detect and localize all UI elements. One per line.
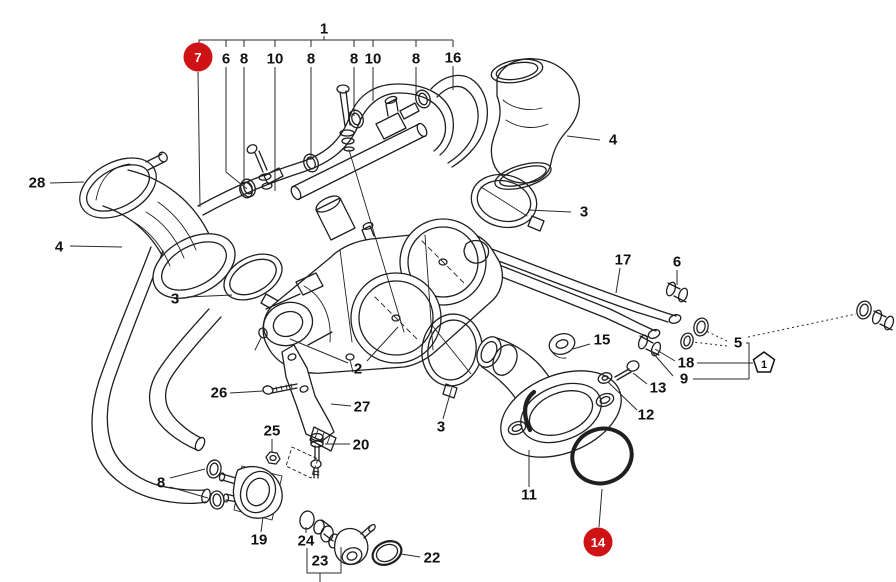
part-label-18[interactable]: 18 (678, 355, 695, 372)
leader-line (705, 330, 728, 342)
connector-line (306, 547, 342, 574)
part-label-20[interactable]: 20 (353, 437, 370, 454)
artwork-intake-boot-left (95, 163, 236, 299)
leader-line (169, 468, 206, 479)
part-label-10[interactable]: 10 (267, 51, 284, 68)
artwork-intake-flange-11 (476, 336, 622, 458)
part-label-26[interactable]: 26 (211, 385, 228, 402)
highlight-badge-label-14: 14 (591, 535, 606, 550)
part-label-8[interactable]: 8 (240, 51, 248, 68)
part-label-5[interactable]: 5 (734, 335, 742, 352)
part-label-4[interactable]: 4 (609, 132, 618, 149)
pentagon-reference-symbol[interactable] (752, 351, 776, 373)
part-label-4[interactable]: 4 (55, 239, 64, 256)
leader-line (289, 338, 349, 364)
leader-line (49, 181, 85, 184)
leader-line (615, 267, 621, 294)
leader-line (400, 553, 421, 558)
part-label-23[interactable]: 23 (312, 553, 329, 570)
leader-line (632, 372, 648, 385)
leader-line (691, 341, 728, 347)
artwork-lower-left-hoses (91, 246, 222, 504)
pentagon-reference-label: 1 (761, 359, 767, 371)
part-label-22[interactable]: 22 (424, 550, 441, 567)
artwork-intake-elbow-right (490, 58, 581, 190)
part-label-13[interactable]: 13 (650, 380, 667, 397)
part-label-1[interactable]: 1 (320, 21, 328, 38)
part-label-15[interactable]: 15 (594, 332, 611, 349)
artwork-hose-clamp-28 (79, 151, 168, 219)
leader-line (197, 71, 201, 208)
part-label-19[interactable]: 19 (251, 532, 268, 549)
part-label-8[interactable]: 8 (412, 51, 420, 68)
part-label-24[interactable]: 24 (298, 533, 315, 550)
part-label-16[interactable]: 16 (445, 50, 462, 67)
leader-line (186, 294, 233, 298)
part-label-27[interactable]: 27 (354, 399, 371, 416)
connector-line (746, 342, 750, 379)
leader-line (566, 135, 601, 141)
leader-line (527, 209, 572, 213)
leader-line (69, 245, 123, 248)
leader-line (366, 326, 399, 362)
leader-line (169, 486, 209, 499)
artwork-fuel-filter-19 (206, 459, 283, 521)
highlight-badge-14[interactable] (583, 527, 613, 557)
artwork-clamp-ring-right (470, 173, 545, 232)
highlight-badge-label-7: 7 (194, 50, 201, 65)
artwork-small-parts-right (548, 281, 895, 384)
artwork-injector-group (299, 510, 403, 566)
part-label-9[interactable]: 9 (680, 371, 688, 388)
part-label-3[interactable]: 3 (171, 291, 179, 308)
part-label-25[interactable]: 25 (264, 423, 281, 440)
assembly-bracket (198, 39, 453, 43)
part-label-2[interactable]: 2 (354, 361, 362, 378)
part-label-6[interactable]: 6 (673, 254, 681, 271)
part-label-11[interactable]: 11 (521, 487, 537, 504)
part-label-3[interactable]: 3 (580, 204, 588, 221)
leader-line (225, 67, 248, 190)
part-label-28[interactable]: 28 (29, 175, 46, 192)
artwork-clamp-ring-left (223, 253, 283, 312)
leader-line (654, 348, 676, 362)
artwork-bracket-27-and-fasteners (262, 344, 337, 479)
leader-line (598, 488, 603, 528)
part-label-8[interactable]: 8 (350, 51, 358, 68)
leader-line (747, 313, 857, 338)
part-label-6[interactable]: 6 (222, 51, 230, 68)
part-label-3[interactable]: 3 (437, 419, 445, 436)
part-label-17[interactable]: 17 (615, 252, 632, 269)
part-label-8[interactable]: 8 (157, 475, 165, 492)
part-label-12[interactable]: 12 (638, 407, 655, 424)
leader-line (607, 381, 638, 411)
part-label-8[interactable]: 8 (307, 51, 315, 68)
artwork-o-ring-14 (570, 426, 634, 486)
leader-line (442, 386, 453, 420)
artwork-throttle-body-assembly (254, 149, 504, 374)
highlight-badge-7[interactable] (183, 42, 213, 72)
leader-line (229, 390, 264, 394)
leader-line (572, 343, 591, 350)
leader-line (260, 516, 264, 533)
part-label-10[interactable]: 10 (365, 51, 382, 68)
leader-line (652, 352, 674, 377)
leader-line (330, 403, 352, 407)
